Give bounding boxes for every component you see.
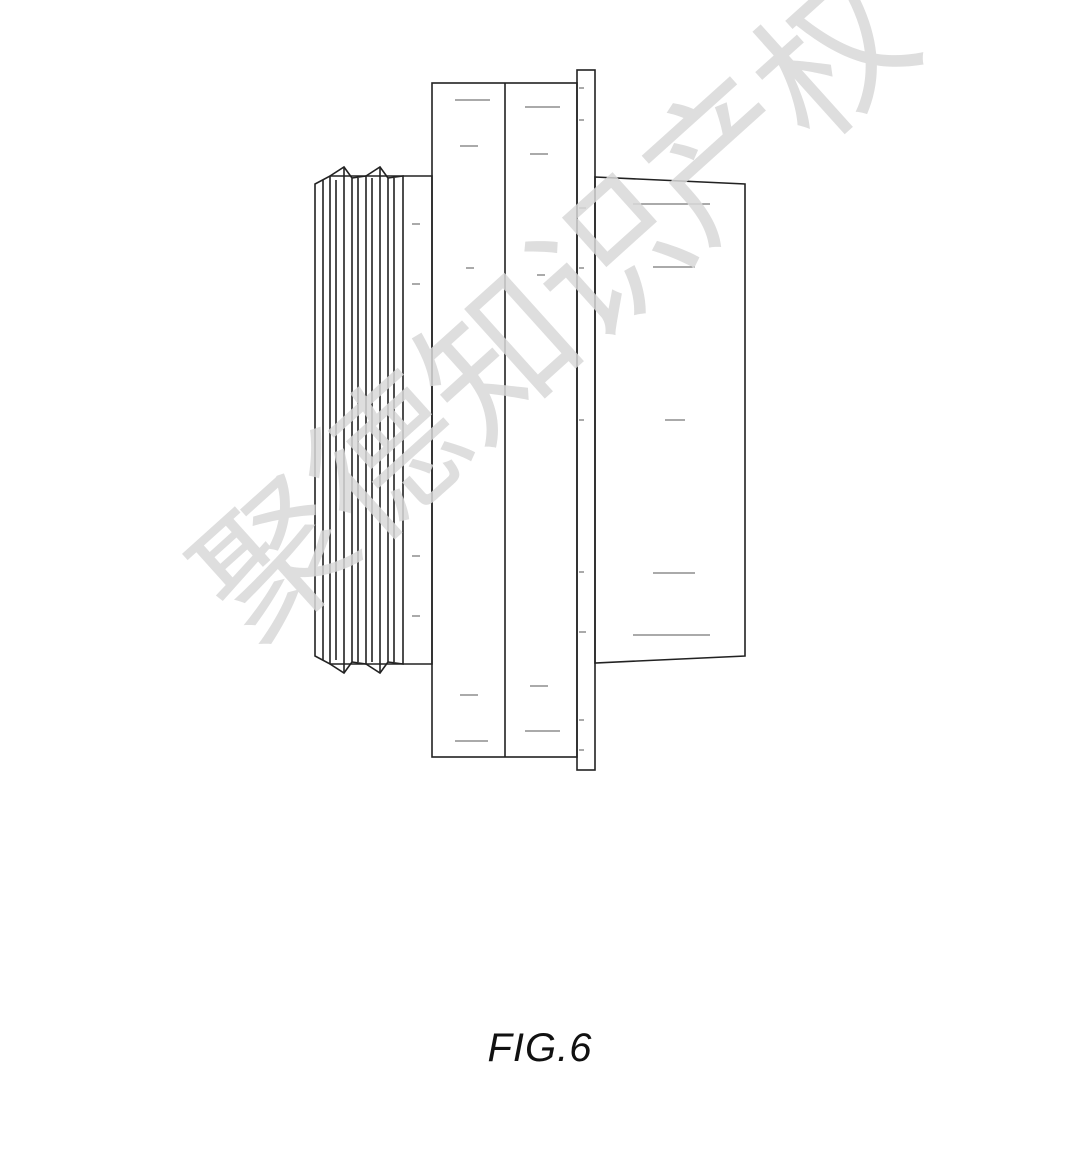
thread-ridges — [322, 165, 404, 675]
shading-marks — [412, 87, 710, 751]
figure-caption: FIG.6 — [487, 1026, 593, 1070]
threaded-outline — [314, 175, 433, 665]
